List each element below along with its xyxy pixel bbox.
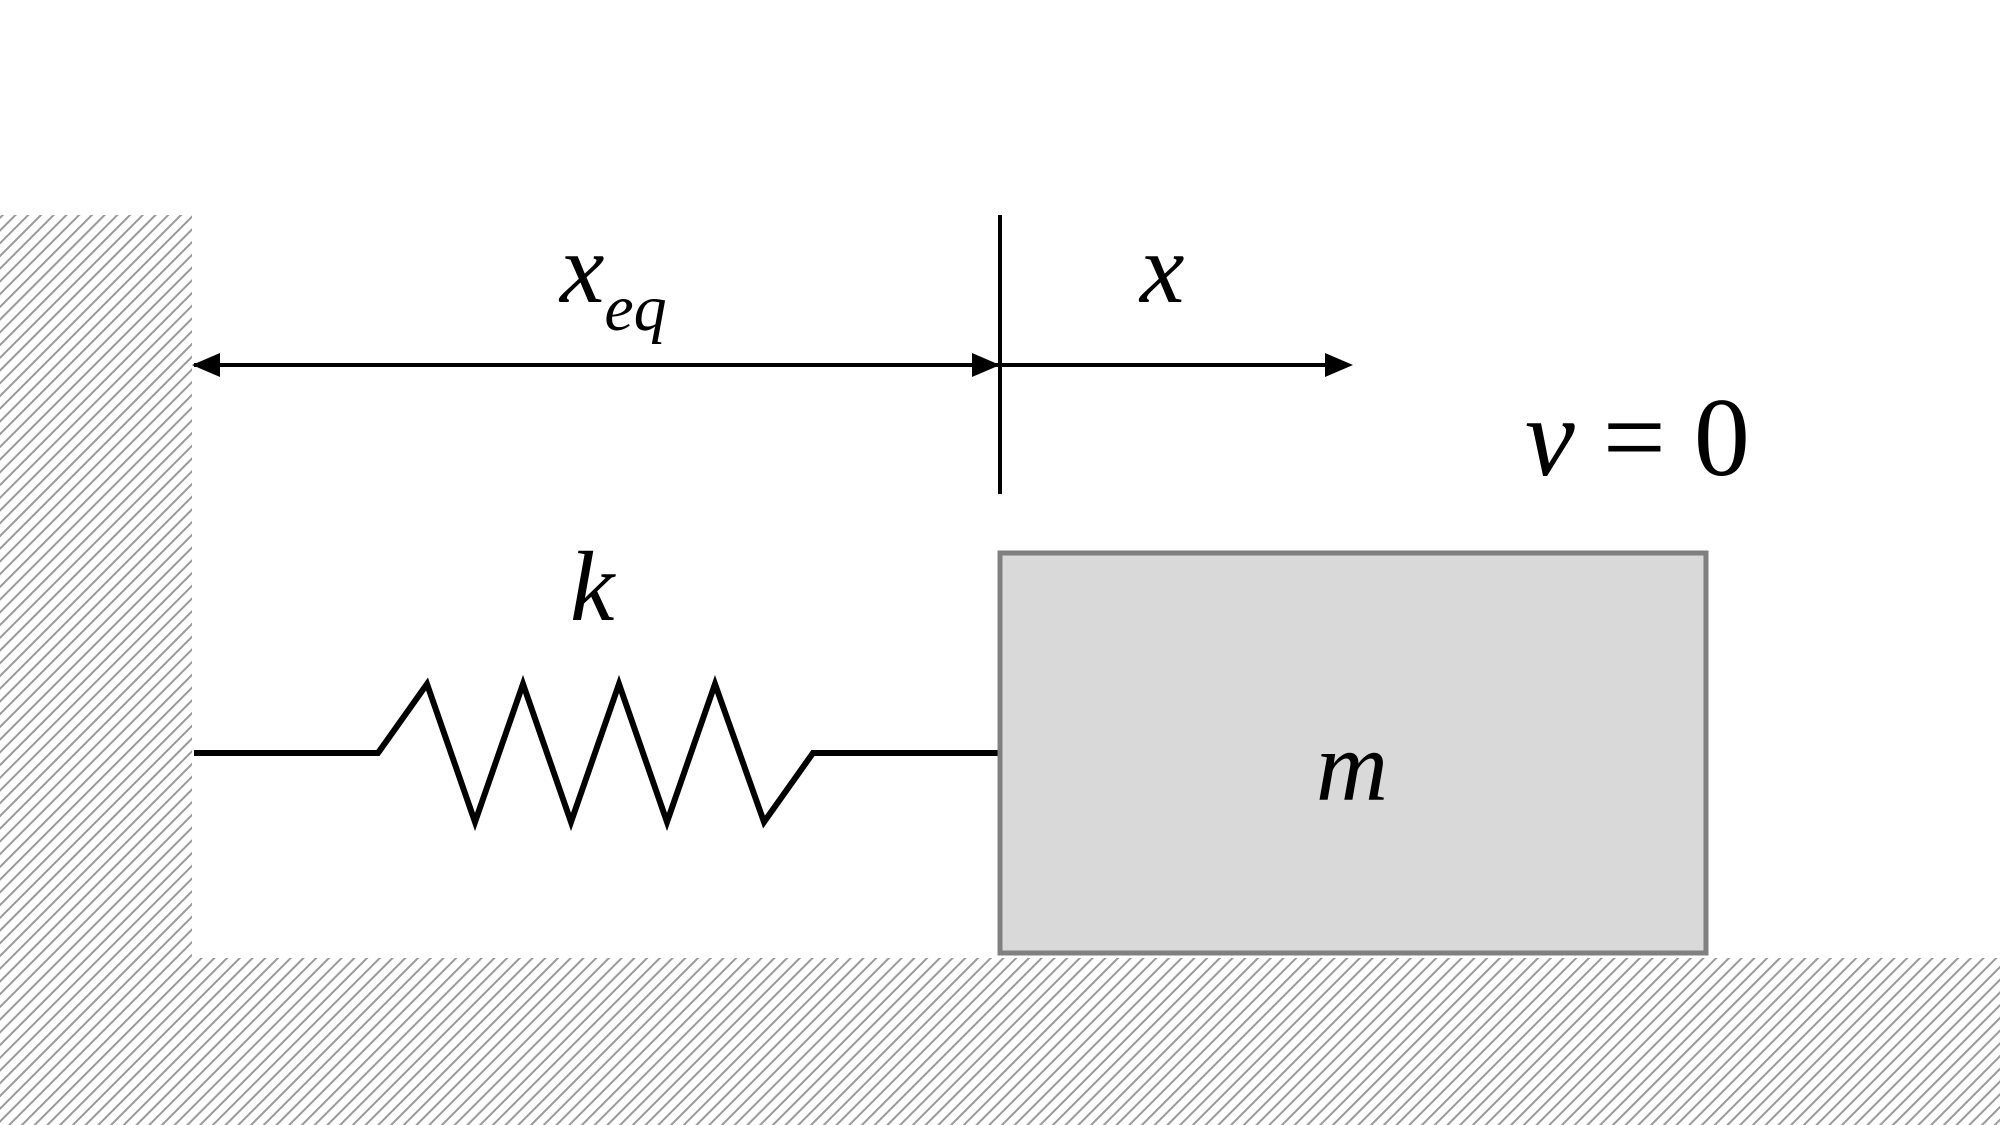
velocity-label: v = 0 xyxy=(1525,376,1750,500)
xeq-dimension-arrow xyxy=(192,353,1000,377)
mass-label: m xyxy=(1316,711,1388,822)
x-displacement-arrow xyxy=(1000,353,1353,377)
xeq-label: xeq xyxy=(558,213,667,345)
velocity-value: = 0 xyxy=(1575,376,1750,500)
spring xyxy=(194,674,998,832)
velocity-variable: v xyxy=(1525,376,1575,500)
spring-constant-label: k xyxy=(570,531,616,642)
x-label: x xyxy=(1138,213,1184,324)
left-wall xyxy=(0,215,192,958)
xeq-label-main: x xyxy=(558,213,604,324)
floor xyxy=(0,958,2000,1125)
mass-block xyxy=(997,550,1709,956)
xeq-label-subscript: eq xyxy=(604,272,666,345)
